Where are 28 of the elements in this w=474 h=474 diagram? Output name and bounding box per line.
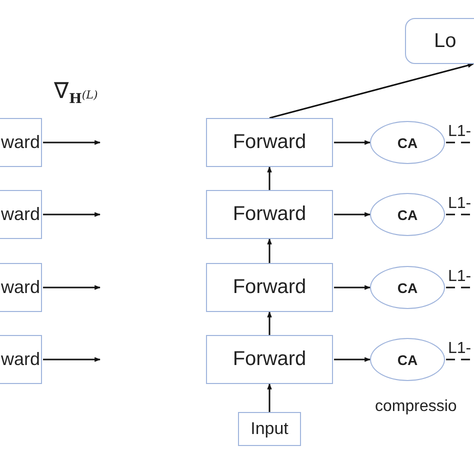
forward-box: Forward: [206, 263, 333, 312]
input-box: Input: [238, 412, 301, 446]
arrow: [267, 238, 272, 263]
forward-box: Forward: [206, 118, 333, 167]
arrow: [43, 140, 101, 145]
arrow: [334, 285, 371, 290]
arrow: [43, 357, 101, 362]
ca-ellipse: CA: [370, 121, 445, 164]
forward-box: Forward: [206, 190, 333, 239]
loss-box: Lo: [405, 18, 474, 64]
forward-box: ward: [0, 118, 42, 167]
arrow: [334, 357, 371, 362]
arrow: [334, 140, 371, 145]
arrow: [43, 212, 101, 217]
forward-box: ward: [0, 335, 42, 384]
forward-box: ward: [0, 190, 42, 239]
ca-ellipse: CA: [370, 193, 445, 236]
caption-text: compressio: [375, 398, 457, 416]
arrow: [43, 285, 101, 290]
arrow: [267, 383, 272, 412]
forward-box: ward: [0, 263, 42, 312]
arrow: [269, 63, 474, 119]
ca-ellipse: CA: [370, 266, 445, 309]
arrow: [267, 311, 272, 335]
arrow: [267, 166, 272, 190]
ca-ellipse: CA: [370, 338, 445, 381]
arrow: [334, 212, 371, 217]
forward-box: Forward: [206, 335, 333, 384]
